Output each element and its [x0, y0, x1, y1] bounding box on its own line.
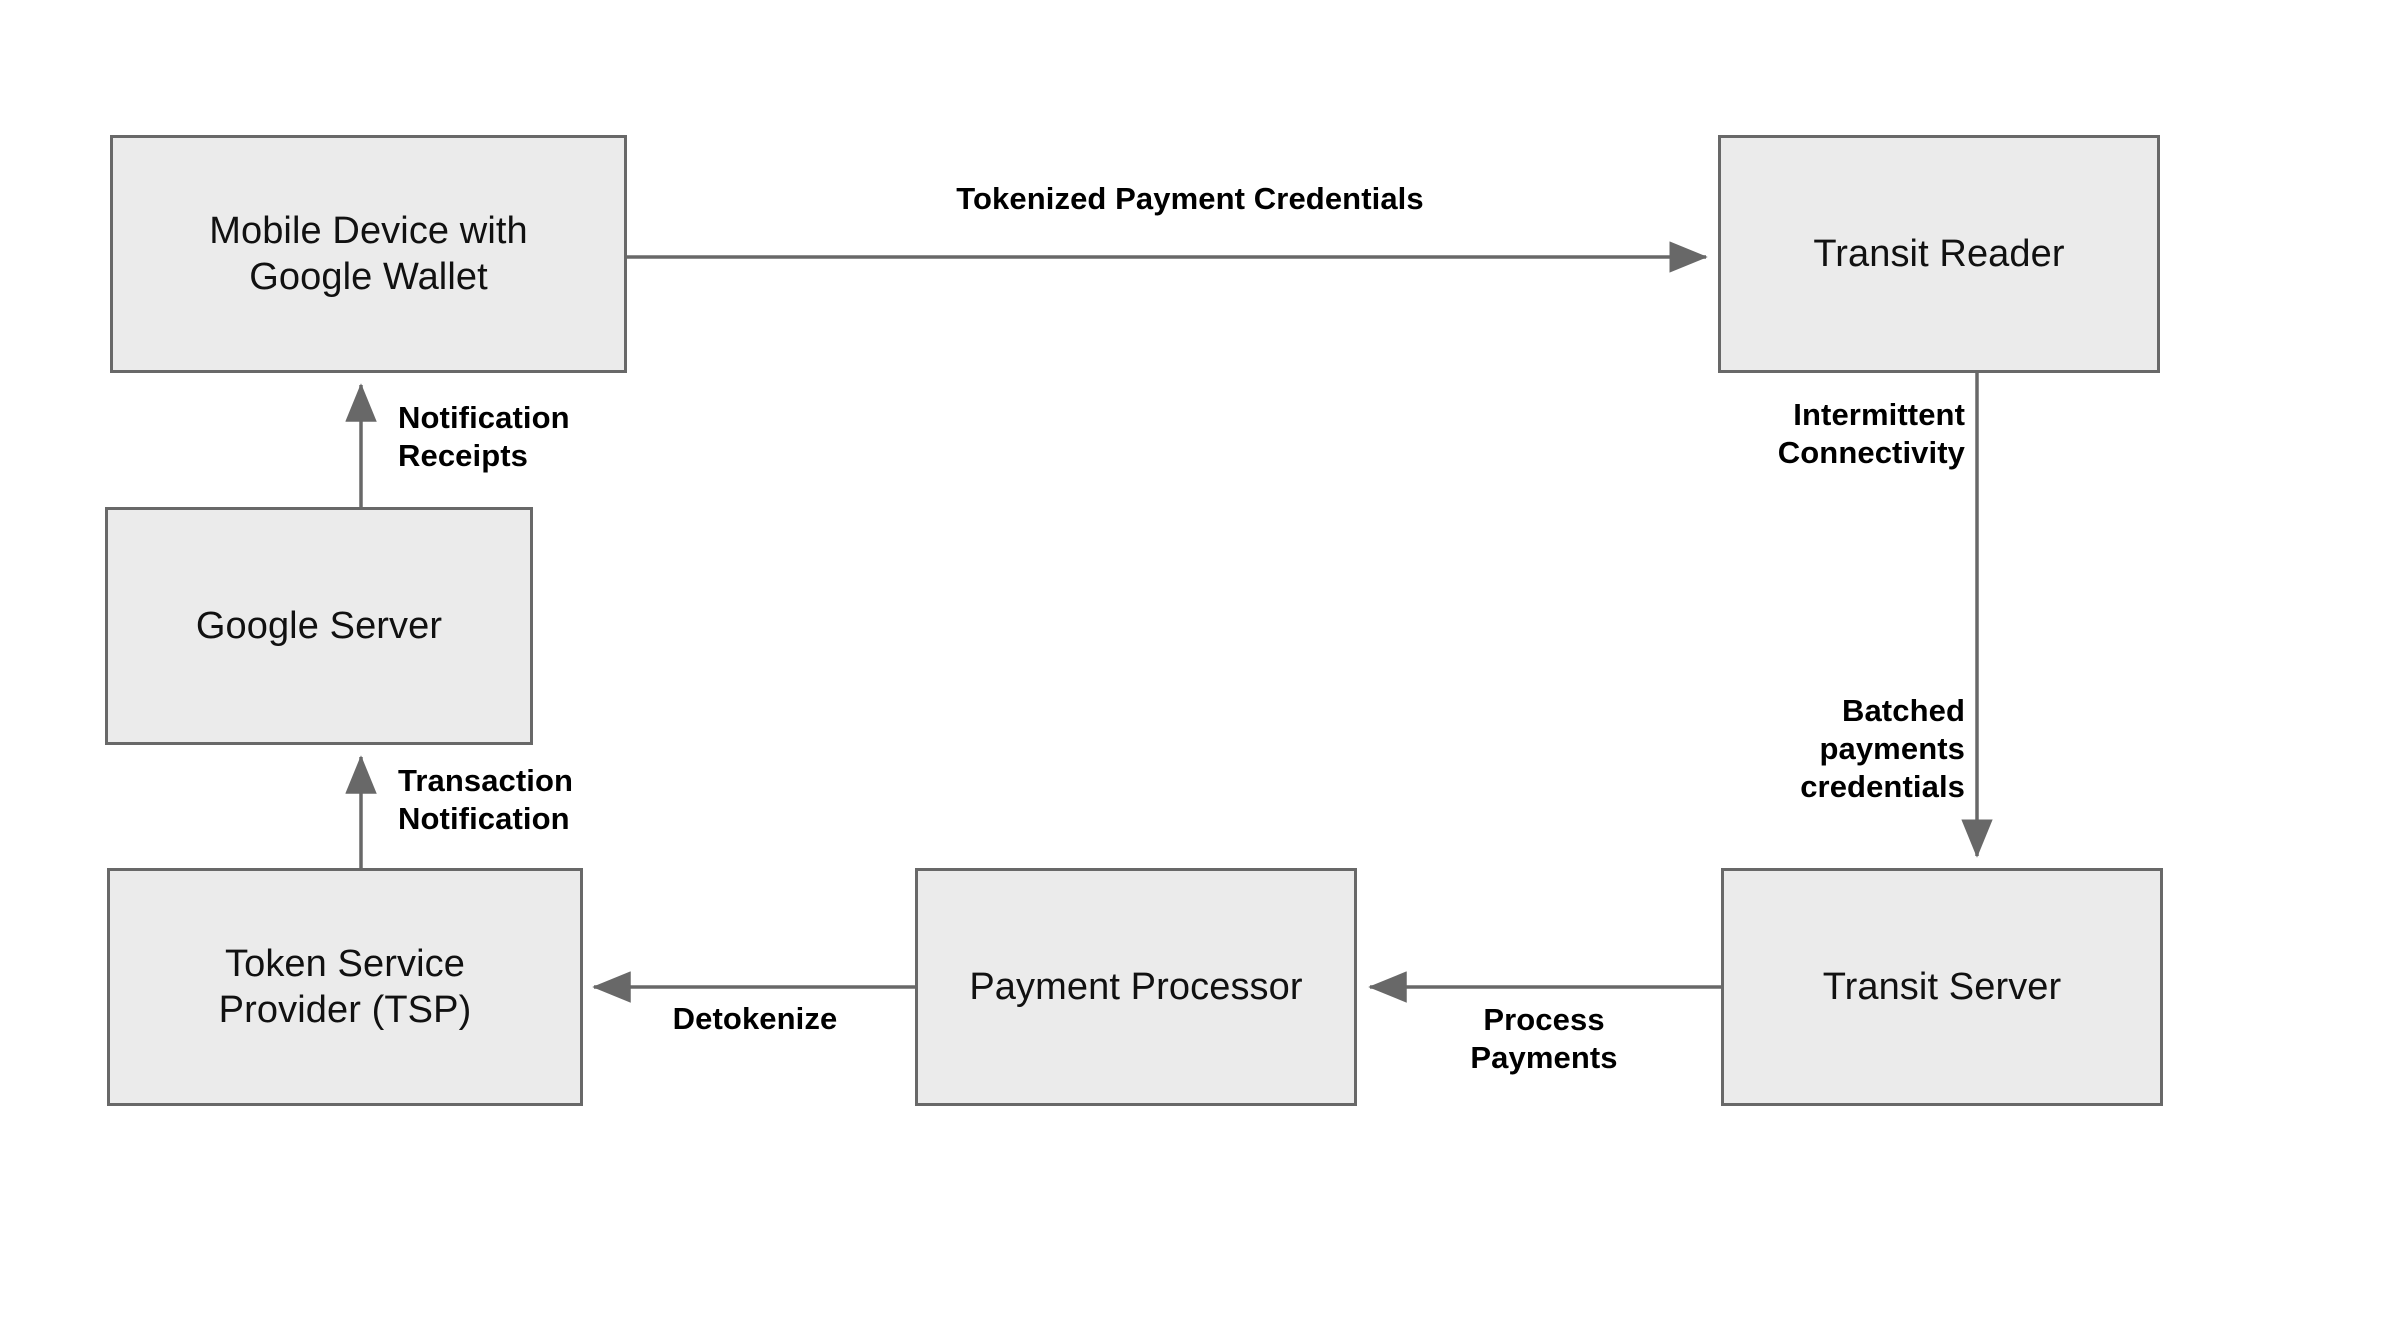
node-mobile-device[interactable]: Mobile Device with Google Wallet — [110, 135, 627, 373]
node-transit-server[interactable]: Transit Server — [1721, 868, 2163, 1106]
edge-label-process-payments: Process Payments — [1470, 1002, 1618, 1075]
node-transit-reader[interactable]: Transit Reader — [1718, 135, 2160, 373]
node-transit-server-label: Transit Server — [1822, 965, 2062, 1008]
edge-label-batched-payments-credentials: Batched payments credentials — [1800, 693, 1965, 804]
node-transit-reader-label: Transit Reader — [1813, 232, 2065, 275]
node-token-service-provider-label: Token Service Provider (TSP) — [218, 942, 472, 1031]
edge-label-transaction-notification: Transaction Notification — [398, 763, 574, 836]
edge-label-tokenized-payment-credentials: Tokenized Payment Credentials — [956, 181, 1424, 216]
node-token-service-provider[interactable]: Token Service Provider (TSP) — [107, 868, 583, 1106]
edge-label-notification-receipts: Notification Receipts — [398, 400, 570, 473]
node-mobile-device-label: Mobile Device with Google Wallet — [209, 209, 528, 298]
edge-label-intermittent-connectivity: Intermittent Connectivity — [1777, 397, 1965, 470]
node-google-server[interactable]: Google Server — [105, 507, 533, 745]
edge-label-detokenize: Detokenize — [672, 1001, 838, 1036]
node-google-server-label: Google Server — [195, 604, 443, 647]
node-payment-processor[interactable]: Payment Processor — [915, 868, 1357, 1106]
node-payment-processor-label: Payment Processor — [969, 965, 1303, 1008]
